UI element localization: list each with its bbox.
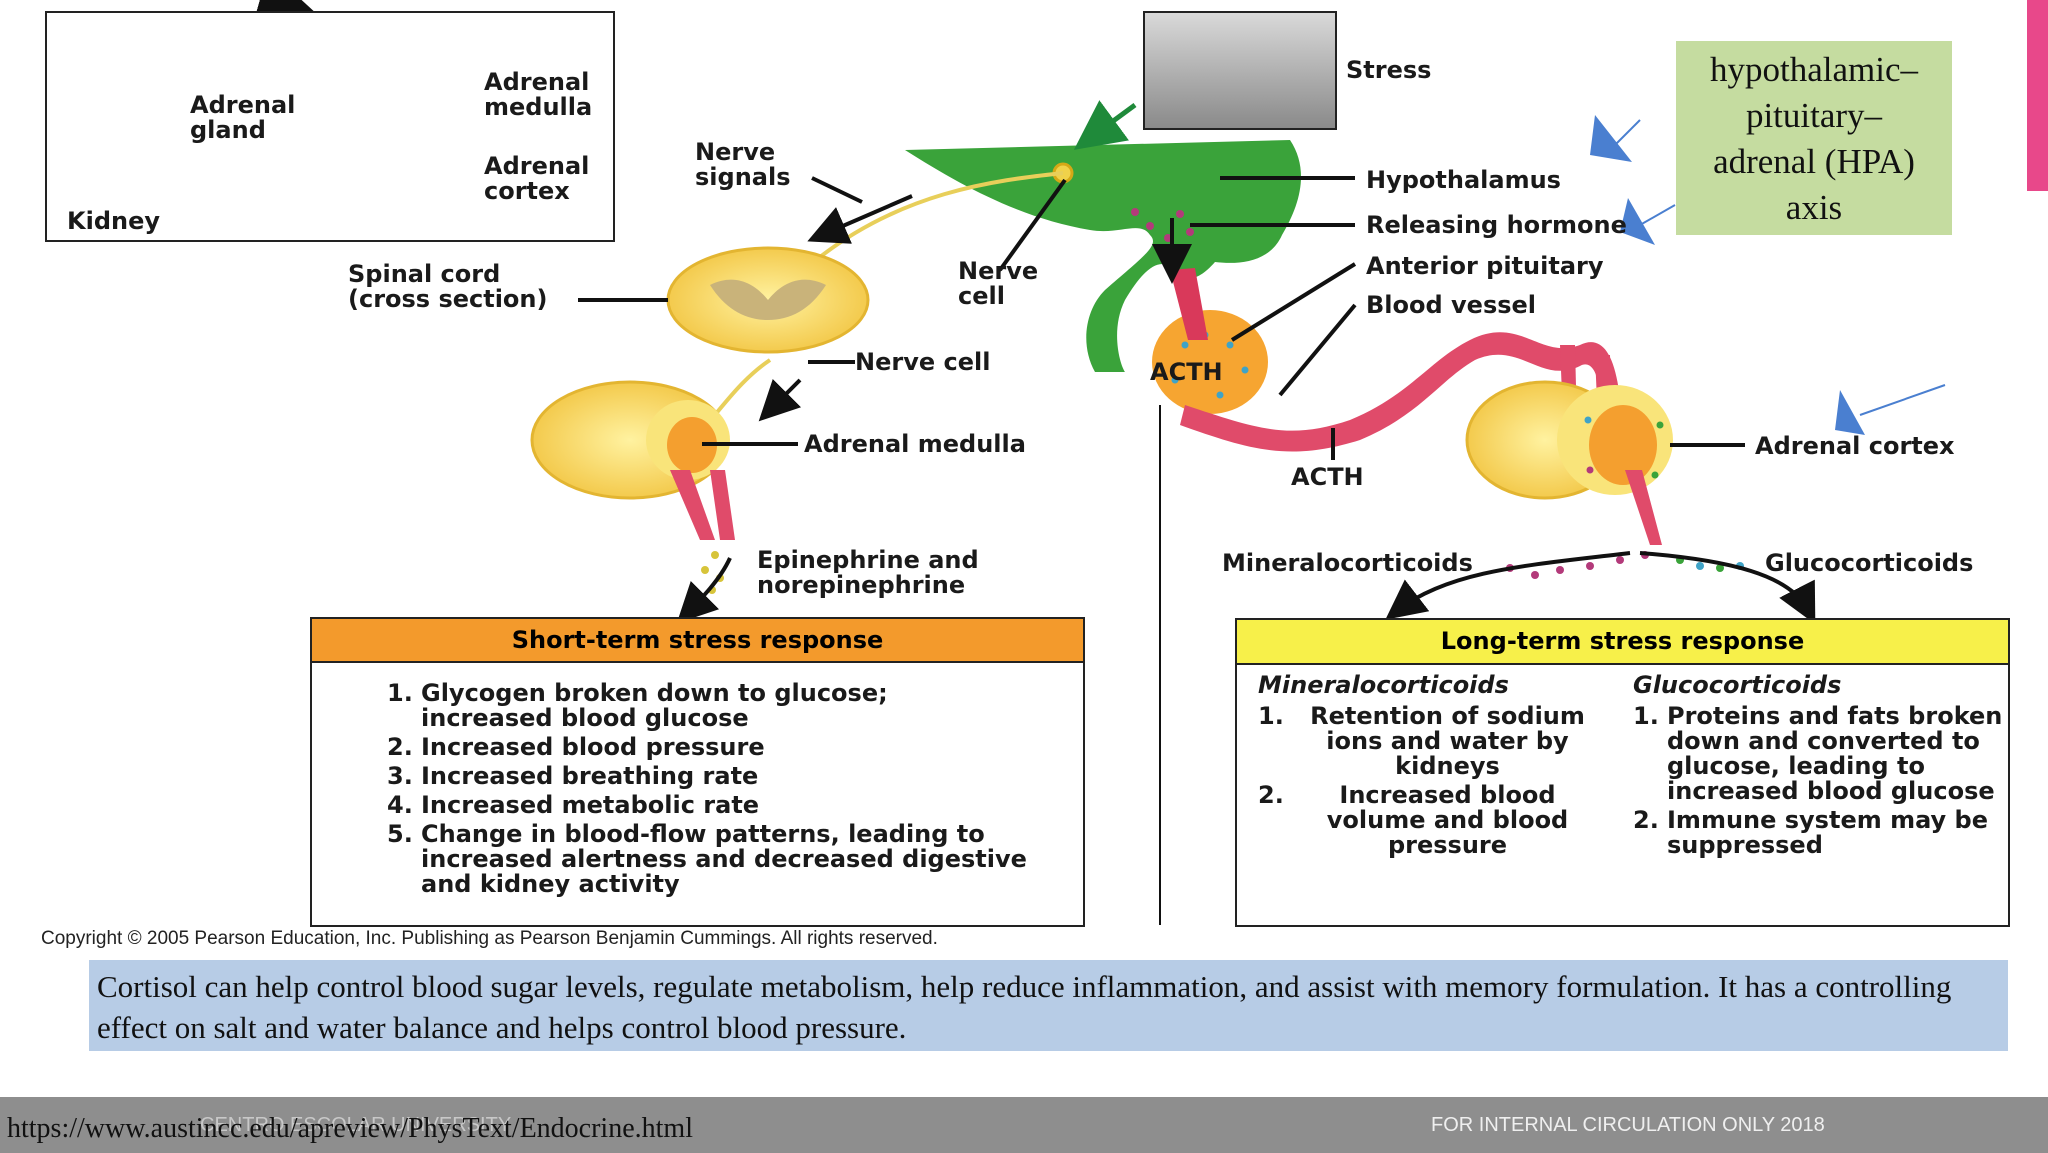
list-item-text: Glycogen broken down to glucose; increas… — [421, 679, 888, 732]
list-item: 5. Change in blood-flow patterns, leading… — [387, 822, 1027, 897]
anterior-pituitary-label: Anterior pituitary — [1366, 252, 1604, 280]
list-item-text: Retention of sodium ions and water by ki… — [1310, 702, 1585, 780]
list-item-text: Increased blood pressure — [421, 733, 765, 761]
blood-vessel-label: Blood vessel — [1366, 291, 1537, 319]
list-item: 1. Proteins and fats broken down and conv… — [1633, 704, 2003, 804]
source-url: https://www.austincc.edu/apreview/PhysTe… — [7, 1113, 693, 1144]
list-item-number: 5. — [387, 820, 413, 848]
list-item: 2. Immune system may be suppressed — [1633, 808, 2003, 858]
hpa-line-3: adrenal (HPA) — [1713, 142, 1915, 181]
list-item-number: 2. — [387, 733, 413, 761]
list-item-number: 2. — [1258, 781, 1284, 809]
footer-university: CENTRO ESCOLAR UNIVERSITY — [200, 1114, 512, 1136]
long-term-title: Long-term stress response — [1237, 620, 2008, 665]
adrenal-medulla-label: Adrenal medulla — [804, 430, 1026, 458]
glucocorticoids-list: 1. Proteins and fats broken down and conv… — [1633, 704, 2003, 858]
mineralocorticoids-label: Mineralocorticoids — [1222, 549, 1473, 577]
hypothalamus-shape — [905, 140, 1302, 372]
footer-bar — [0, 1097, 2048, 1153]
short-term-title: Short-term stress response — [312, 619, 1083, 663]
nerve-cell-label: Nerve cell — [855, 348, 991, 376]
long-term-response-box: Long-term stress response Mineralocortic… — [1235, 618, 2010, 927]
annotation-arrow-2 — [1620, 198, 1655, 245]
inset-kidney-label: Kidney — [67, 207, 161, 235]
adrenal-cortex-label: Adrenal cortex — [1755, 432, 1955, 460]
caption-text: Cortisol can help control blood sugar le… — [97, 969, 1952, 1045]
glucocorticoids-heading: Glucocorticoids — [1633, 671, 1842, 699]
annotation-arrow-3 — [1835, 390, 1865, 435]
list-item-text: Increased blood volume and blood pressur… — [1326, 781, 1569, 859]
list-item: 4. Increased metabolic rate — [387, 793, 1027, 818]
list-item-text: Change in blood-flow patterns, leading t… — [421, 820, 1027, 898]
list-item-text: Immune system may be suppressed — [1667, 806, 1988, 859]
list-item: 3. Increased breathing rate — [387, 764, 1027, 789]
copyright-text: Copyright © 2005 Pearson Education, Inc.… — [41, 928, 938, 949]
acth-label: ACTH — [1291, 463, 1364, 491]
list-item-number: 4. — [387, 791, 413, 819]
short-term-list: 1. Glycogen broken down to glucose; incre… — [387, 681, 1027, 901]
caption-box: Cortisol can help control blood sugar le… — [89, 960, 2008, 1051]
list-item-number: 1. — [387, 679, 413, 707]
spinal-cord-label: Spinal cord(cross section) — [348, 260, 548, 313]
list-item: 2. Increased blood pressure — [387, 735, 1027, 760]
list-item: 2. Increased blood volume and blood press… — [1258, 783, 1603, 858]
list-item: 1. Glycogen broken down to glucose; incre… — [387, 681, 1027, 731]
footer-internal-note: FOR INTERNAL CIRCULATION ONLY 2018 — [1431, 1114, 1825, 1136]
list-item-text: Proteins and fats broken down and conver… — [1667, 702, 2003, 805]
mineralocorticoids-list: 1. Retention of sodium ions and water by … — [1258, 704, 1603, 858]
acth-gland-label: ACTH — [1150, 358, 1223, 386]
stress-photo — [1143, 11, 1337, 130]
releasing-hormone-label: Releasing hormone — [1366, 211, 1627, 239]
accent-bar — [2027, 0, 2048, 191]
hypothalamus-label: Hypothalamus — [1366, 166, 1561, 194]
list-item-number: 3. — [387, 762, 413, 790]
list-item-text: Increased metabolic rate — [421, 791, 760, 819]
list-item-number: 2. — [1633, 806, 1659, 834]
blood-vessel-shape — [1180, 332, 1620, 452]
list-item-number: 1. — [1633, 702, 1659, 730]
hpa-line-4: axis — [1785, 188, 1843, 227]
list-item-number: 1. — [1258, 702, 1284, 730]
mineralocorticoids-heading: Mineralocorticoids — [1258, 671, 1509, 699]
list-item: 1. Retention of sodium ions and water by … — [1258, 704, 1603, 779]
hpa-axis-box: hypothalamic– pituitary– adrenal (HPA) a… — [1676, 41, 1952, 235]
stress-label: Stress — [1346, 56, 1432, 84]
short-term-response-box: Short-term stress response 1. Glycogen br… — [310, 617, 1085, 927]
glucocorticoids-label: Glucocorticoids — [1765, 549, 1974, 577]
hpa-line-2: pituitary– — [1745, 96, 1883, 135]
hpa-line-1: hypothalamic– — [1709, 50, 1918, 89]
list-item-text: Increased breathing rate — [421, 762, 759, 790]
annotation-arrow-1 — [1590, 115, 1632, 162]
